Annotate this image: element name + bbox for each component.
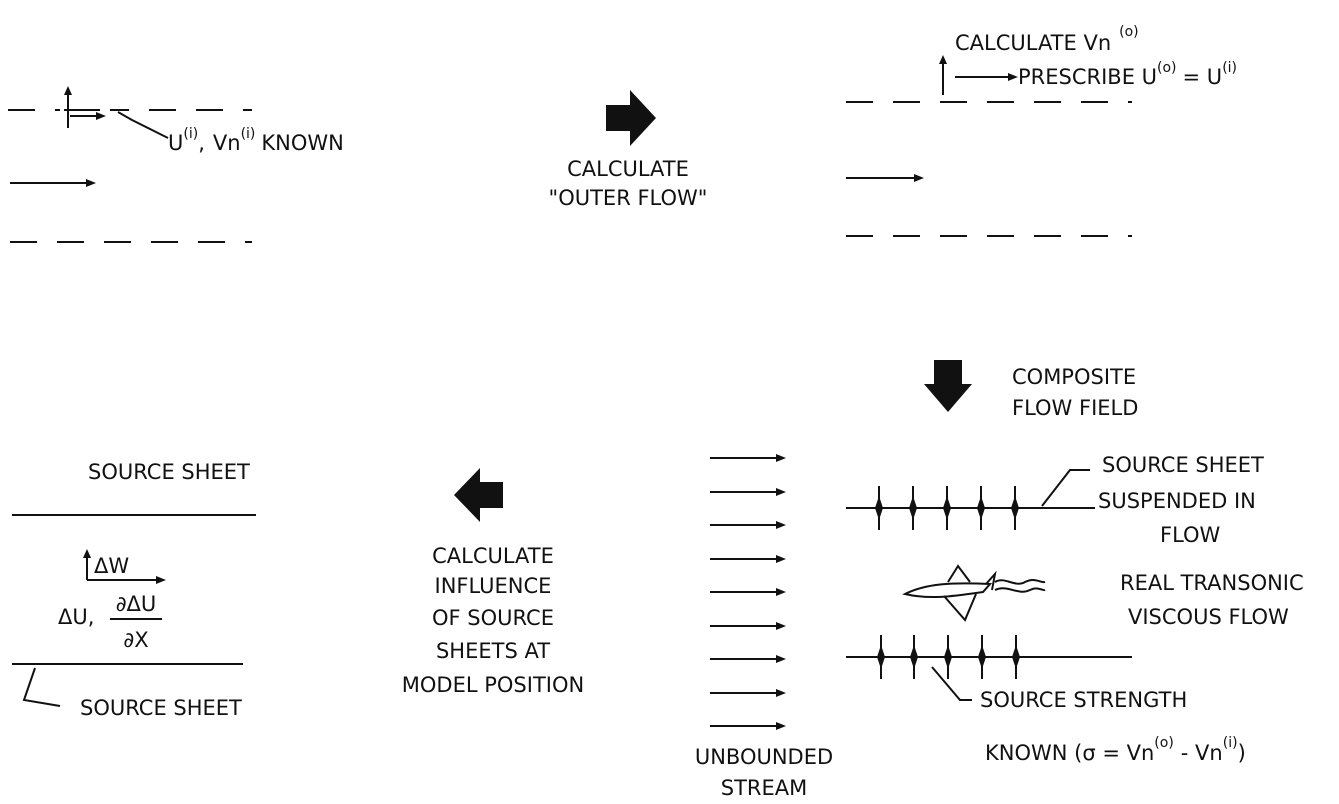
vn-arrow-head — [64, 86, 72, 95]
bottom-sheet-label: SOURCE SHEET — [80, 696, 242, 720]
arrow-left-icon — [454, 468, 503, 522]
sheet-leader-line — [1041, 469, 1090, 507]
top-sheet-label: SOURCE SHEET — [88, 460, 250, 484]
u-symbol: U — [168, 131, 183, 155]
real-label-2: VISCOUS FLOW — [1128, 605, 1289, 629]
inner-label: U(i),Vn(i)KNOWN — [168, 126, 344, 155]
aircraft-icon — [902, 564, 1046, 622]
sheet-label-2: SUSPENDED IN — [1098, 489, 1256, 513]
arrow-down-icon — [924, 360, 972, 412]
flow-arrow-head — [86, 179, 96, 187]
step-calculate-outer-flow: CALCULATE "OUTER FLOW" — [549, 90, 708, 210]
step2-line1: COMPOSITE — [1012, 365, 1136, 389]
step3-line5: MODEL POSITION — [402, 673, 584, 697]
u-arrow-head — [96, 112, 106, 120]
vn-arrow-head — [939, 55, 947, 64]
step2-line2: FLOW FIELD — [1012, 396, 1138, 420]
lower-source-markers — [877, 635, 1020, 679]
calc-vn-label: CALCULATE Vn(o) — [955, 24, 1139, 55]
fraction-numerator: ∂ΔU — [116, 592, 157, 616]
prescribe-label: PRESCRIBE U(o)= U(i) — [1018, 60, 1237, 89]
step-calculate-influence: CALCULATE INFLUENCE OF SOURCE SHEETS AT … — [402, 468, 584, 697]
du-arrow-head — [156, 576, 166, 584]
du-label: ΔU, — [58, 605, 94, 629]
real-label-1: REAL TRANSONIC — [1120, 571, 1304, 595]
flow-arrow-head — [914, 174, 924, 182]
upper-source-markers — [875, 486, 1019, 530]
outer-flow-panel: CALCULATE Vn(o) PRESCRIBE U(o)= U(i) — [846, 24, 1237, 237]
stream-label-2: STREAM — [721, 776, 808, 800]
inner-flow-panel: U(i),Vn(i)KNOWN — [8, 86, 344, 243]
step-composite-flow: COMPOSITE FLOW FIELD — [924, 360, 1138, 420]
dw-arrow-head — [83, 549, 91, 558]
known-sigma-label: KNOWN (σ = Vn(o)- Vn(i)) — [985, 735, 1246, 765]
prescribe-arrow-head — [1008, 73, 1018, 81]
step3-line3: OF SOURCE — [432, 606, 554, 630]
step3-line4: SHEETS AT — [436, 639, 550, 663]
u-superscript: (i) — [183, 126, 198, 142]
strength-label: SOURCE STRENGTH — [980, 688, 1187, 712]
step3-line1: CALCULATE — [432, 544, 554, 568]
dw-label: ΔW — [94, 554, 129, 578]
sheet-label-1: SOURCE SHEET — [1102, 453, 1264, 477]
composite-flow-panel: UNBOUNDED STREAM SOURCE SHEET SUSPENDED … — [695, 453, 1304, 800]
strength-leader-line — [931, 666, 972, 701]
influence-panel: SOURCE SHEET ΔW ΔU, ∂ΔU ∂X SOURCE SHEET — [12, 460, 256, 720]
vn-superscript: (i) — [241, 126, 256, 142]
step3-line2: INFLUENCE — [435, 574, 552, 598]
step1-line1: CALCULATE — [567, 157, 689, 181]
bottom-sheet-leader — [22, 667, 61, 707]
step1-line2: "OUTER FLOW" — [549, 186, 708, 210]
arrow-right-icon — [606, 90, 656, 146]
comma: , — [198, 131, 205, 155]
known-label: KNOWN — [261, 131, 343, 155]
vn-symbol: Vn — [213, 131, 241, 155]
stream-label-1: UNBOUNDED — [695, 745, 833, 769]
label-leader-line — [117, 111, 169, 139]
stream-arrows — [710, 454, 786, 730]
fraction-denominator: ∂X — [123, 628, 148, 652]
sheet-label-3: FLOW — [1160, 523, 1221, 547]
